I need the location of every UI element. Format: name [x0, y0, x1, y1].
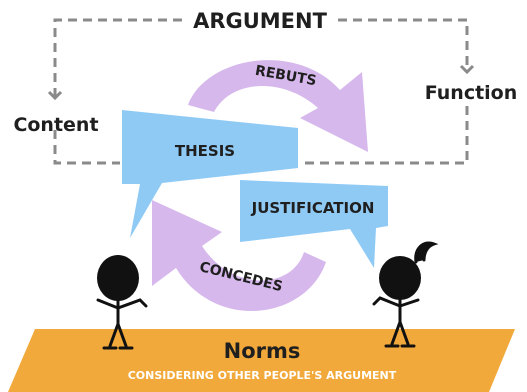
- justification-bubble: [240, 180, 388, 268]
- left-person: [96, 255, 148, 350]
- dashed-frame: [47, 18, 475, 165]
- right-person-head: [379, 256, 421, 300]
- left-person-head: [97, 255, 139, 301]
- justification-label: JUSTIFICATION: [251, 199, 375, 217]
- dashed-top-right: [338, 18, 475, 75]
- dashed-bottom-left: [53, 130, 120, 165]
- content-label: Content: [13, 114, 98, 136]
- right-person: [372, 241, 439, 348]
- norms-subtitle: CONSIDERING OTHER PEOPLE'S ARGUMENT: [128, 369, 397, 382]
- argument-title: ARGUMENT: [193, 9, 328, 33]
- dashed-bottom-right: [300, 106, 469, 165]
- thesis-label: THESIS: [175, 142, 235, 160]
- dashed-top-left: [47, 18, 182, 101]
- concedes-arrow: [152, 200, 326, 311]
- rebuts-arrow: [188, 60, 368, 152]
- thesis-bubble: [122, 110, 298, 238]
- right-person-hair-curl: [414, 241, 439, 264]
- norms-title: Norms: [224, 339, 301, 363]
- function-label: Function: [425, 82, 518, 104]
